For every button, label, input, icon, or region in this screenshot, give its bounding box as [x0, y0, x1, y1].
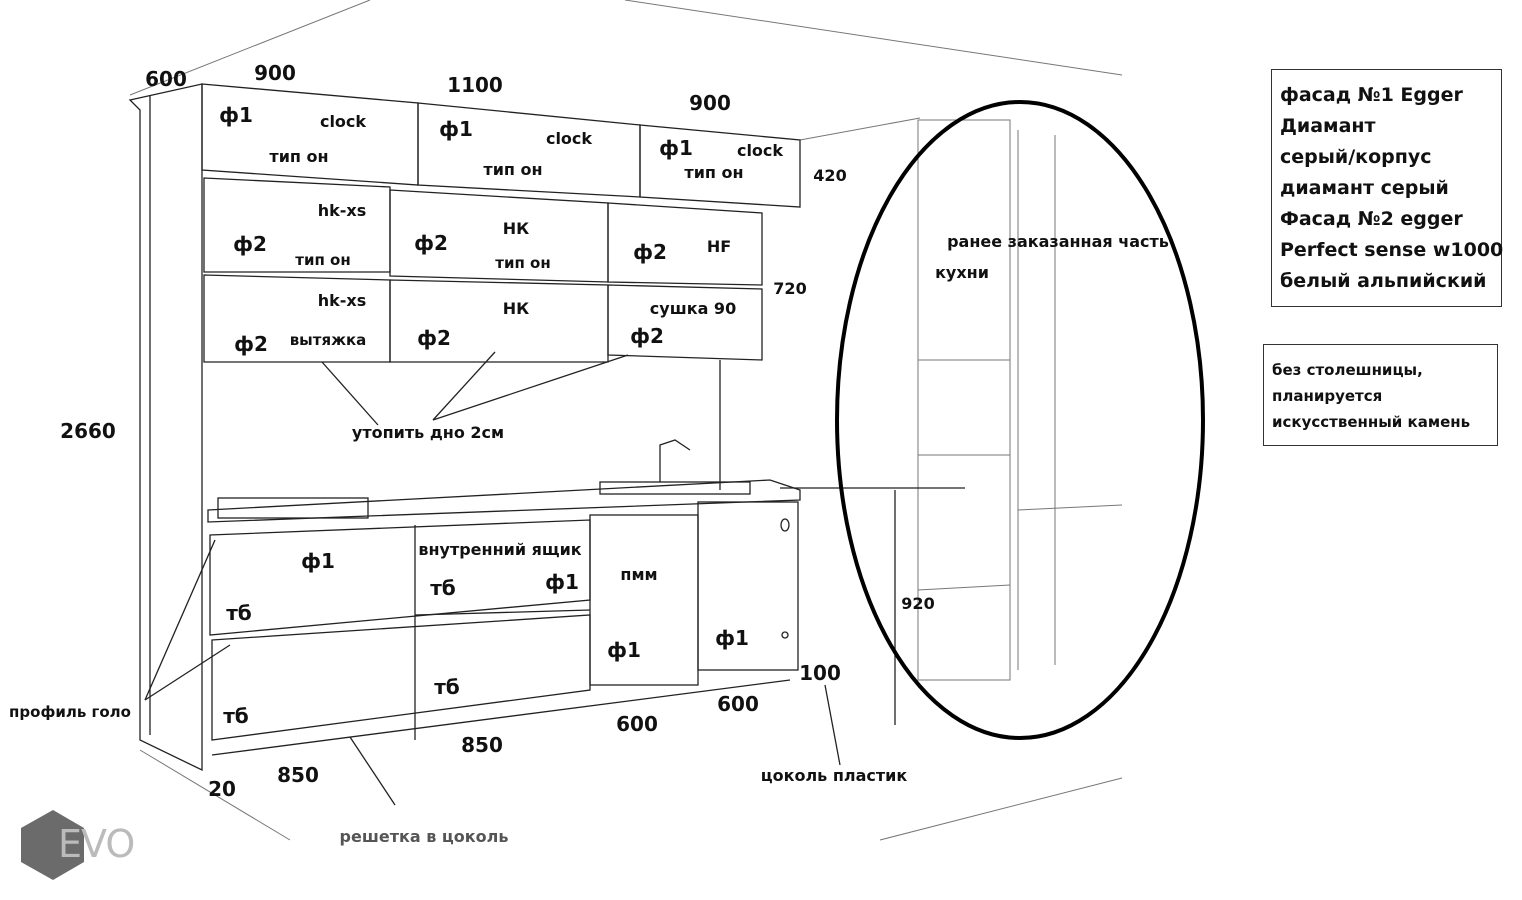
base-tb3: тб [223, 704, 249, 728]
dim-total-height: 2660 [60, 419, 116, 443]
legend-line: фасад №1 Egger [1280, 84, 1463, 106]
legend-line: диамант серый [1280, 177, 1449, 199]
dim-850-a: 850 [461, 733, 503, 757]
mid-3-mech: HF [707, 237, 731, 256]
upper-1-mech: clock [320, 112, 366, 131]
mid-2-facade: ф2 [414, 231, 448, 255]
base-tb2: тб [430, 576, 456, 600]
upper-1-facade: ф1 [219, 103, 253, 127]
note-line: искусственный камень [1272, 413, 1471, 431]
upper-2-facade: ф1 [439, 117, 473, 141]
previous-part [780, 119, 1123, 725]
countertop-note: без столешницы, планируется искусственны… [1263, 344, 1498, 446]
upper-3-mech: clock [737, 141, 783, 160]
upper-cabinets [201, 83, 801, 490]
upper-2-type: тип он [483, 160, 542, 179]
dim-width-1: 900 [254, 61, 296, 85]
dim-850-b: 850 [277, 763, 319, 787]
upper-3-type: тип он [684, 163, 743, 182]
legend-line: Фасад №2 egger [1280, 208, 1463, 230]
facade-legend: фасад №1 Egger Диамант серый/корпус диам… [1271, 69, 1504, 307]
previous-part-note: ранее заказанная часть [947, 232, 1169, 251]
low-3-note: сушка 90 [650, 299, 736, 318]
countertop [207, 439, 801, 523]
logo-hexagon-icon [21, 810, 84, 880]
base-f1d: ф1 [715, 626, 749, 650]
mid-2-type: тип он [495, 254, 550, 272]
base-f1b: ф1 [545, 570, 579, 594]
base-tb4: тб [434, 675, 460, 699]
upper-2-mech: clock [546, 129, 592, 148]
base-f1a: ф1 [301, 549, 335, 573]
room-lines [129, 0, 1123, 841]
dim-600-a: 600 [717, 692, 759, 716]
low-1-note: вытяжка [290, 331, 367, 349]
mid-1-mech: hk-xs [318, 201, 367, 220]
upper-3-facade: ф1 [659, 136, 693, 160]
note-line: без столешницы, [1272, 361, 1423, 379]
low-2-mech: НК [503, 299, 529, 318]
legend-line: Perfect sense w1000 [1280, 239, 1504, 261]
low-1-mech: hk-xs [318, 291, 367, 310]
dim-plinth: 100 [799, 661, 841, 685]
plinth-note: цоколь пластик [761, 766, 908, 785]
legend-line: Диамант [1280, 115, 1376, 137]
dim-width-2: 1100 [447, 73, 503, 97]
profile-note: профиль голо [9, 703, 131, 721]
previous-part-note-2: кухни [935, 263, 989, 282]
highlight-ellipse [835, 100, 1205, 740]
dim-base-height: 920 [901, 594, 934, 613]
legend-line: белый альпийский [1280, 270, 1487, 292]
base-inner-drawer: внутренний ящик [418, 540, 581, 559]
side-panel [128, 83, 203, 772]
mid-2-mech: НК [503, 219, 529, 238]
dim-width-3: 900 [689, 91, 731, 115]
dim-mid-height: 720 [773, 279, 806, 298]
mid-3-facade: ф2 [633, 240, 667, 264]
note-line: планируется [1272, 387, 1383, 405]
mid-1-type: тип он [295, 251, 350, 269]
logo-text: EVO [58, 822, 135, 866]
base-f1c: ф1 [607, 638, 641, 662]
dim-side: 20 [208, 777, 236, 801]
low-3-facade: ф2 [630, 324, 664, 348]
base-dishwasher: пмм [620, 565, 657, 584]
low-1-facade: ф2 [234, 332, 268, 356]
dim-upper-height: 420 [813, 166, 846, 185]
grille-note: решетка в цоколь [340, 827, 509, 846]
leader-lines [144, 351, 841, 806]
base-tb1: тб [226, 601, 252, 625]
base-cabinets [209, 501, 799, 756]
recess-note: утопить дно 2см [352, 423, 504, 442]
upper-1-type: тип он [269, 147, 328, 166]
legend-line: серый/корпус [1280, 146, 1432, 168]
low-2-facade: ф2 [417, 326, 451, 350]
dim-600-b: 600 [616, 712, 658, 736]
dim-depth: 600 [145, 67, 187, 91]
mid-1-facade: ф2 [233, 232, 267, 256]
